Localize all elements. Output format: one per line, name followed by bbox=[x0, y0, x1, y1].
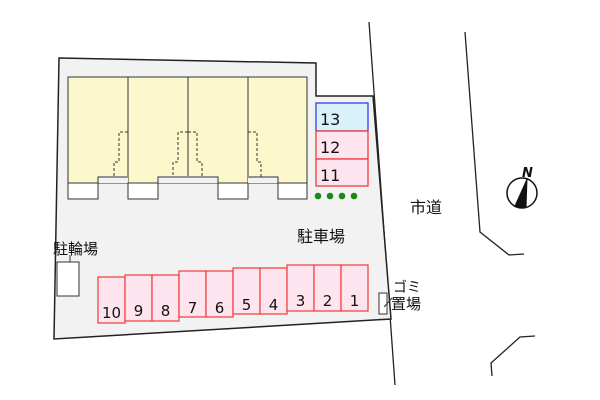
parking-space-number: 2 bbox=[323, 292, 333, 310]
parking-space-9[interactable] bbox=[124, 274, 153, 322]
parking-space-number: 5 bbox=[242, 296, 252, 314]
parking-space-10[interactable] bbox=[97, 276, 126, 324]
building-unit-2 bbox=[127, 76, 189, 184]
parking-space-7[interactable] bbox=[178, 270, 207, 318]
hedge-dots bbox=[314, 192, 358, 200]
parking-space-6[interactable] bbox=[205, 270, 234, 318]
parking-space-1[interactable] bbox=[340, 264, 369, 312]
garbage-station-area bbox=[378, 292, 388, 315]
city-road-label: 市道 bbox=[410, 198, 442, 217]
parking-space-11[interactable] bbox=[315, 158, 369, 187]
north-label: N bbox=[522, 166, 533, 181]
parking-space-2[interactable] bbox=[313, 264, 342, 312]
parking-space-12[interactable] bbox=[315, 130, 369, 160]
entry-porch bbox=[127, 182, 159, 200]
parking-space-number: 13 bbox=[320, 110, 340, 129]
parking-space-number: 7 bbox=[188, 299, 198, 317]
road-edge-right-upper bbox=[464, 31, 525, 256]
entry-porch bbox=[217, 182, 249, 200]
road-edge-right-lower bbox=[490, 335, 536, 377]
garbage-label-line1: ゴミ bbox=[393, 279, 421, 296]
parking-space-number: 9 bbox=[134, 302, 144, 320]
parking-space-number: 4 bbox=[269, 296, 279, 314]
building-unit-1 bbox=[67, 76, 129, 184]
bicycle-parking-label: 駐輪場 bbox=[53, 240, 98, 258]
parking-right-group: 13 12 11 bbox=[315, 102, 369, 187]
garbage-label-line2: 置場 bbox=[391, 295, 421, 313]
parking-space-number: 10 bbox=[102, 304, 121, 322]
parking-bottom-group: 10 9 8 7 6 5 4 3 2 1 bbox=[97, 264, 369, 324]
parking-space-number: 3 bbox=[296, 292, 306, 310]
parking-space-number: 12 bbox=[320, 138, 340, 157]
parking-space-4[interactable] bbox=[259, 267, 288, 315]
bicycle-parking-area bbox=[56, 261, 80, 297]
north-compass-icon: N bbox=[506, 166, 538, 209]
parking-space-number: 8 bbox=[161, 302, 171, 320]
parking-space-number: 6 bbox=[215, 299, 225, 317]
parking-label: 駐車場 bbox=[297, 227, 345, 246]
parking-space-8[interactable] bbox=[151, 274, 180, 322]
entry-porch bbox=[67, 182, 99, 200]
parking-space-5[interactable] bbox=[232, 267, 261, 315]
parking-space-13[interactable] bbox=[315, 102, 369, 132]
parking-space-number: 1 bbox=[350, 292, 360, 310]
parking-space-3[interactable] bbox=[286, 264, 315, 312]
entry-porch bbox=[277, 182, 308, 200]
building-unit-4 bbox=[247, 76, 308, 184]
parking-space-number: 11 bbox=[320, 166, 340, 185]
building-unit-3 bbox=[187, 76, 249, 184]
apartment-building bbox=[67, 76, 308, 200]
